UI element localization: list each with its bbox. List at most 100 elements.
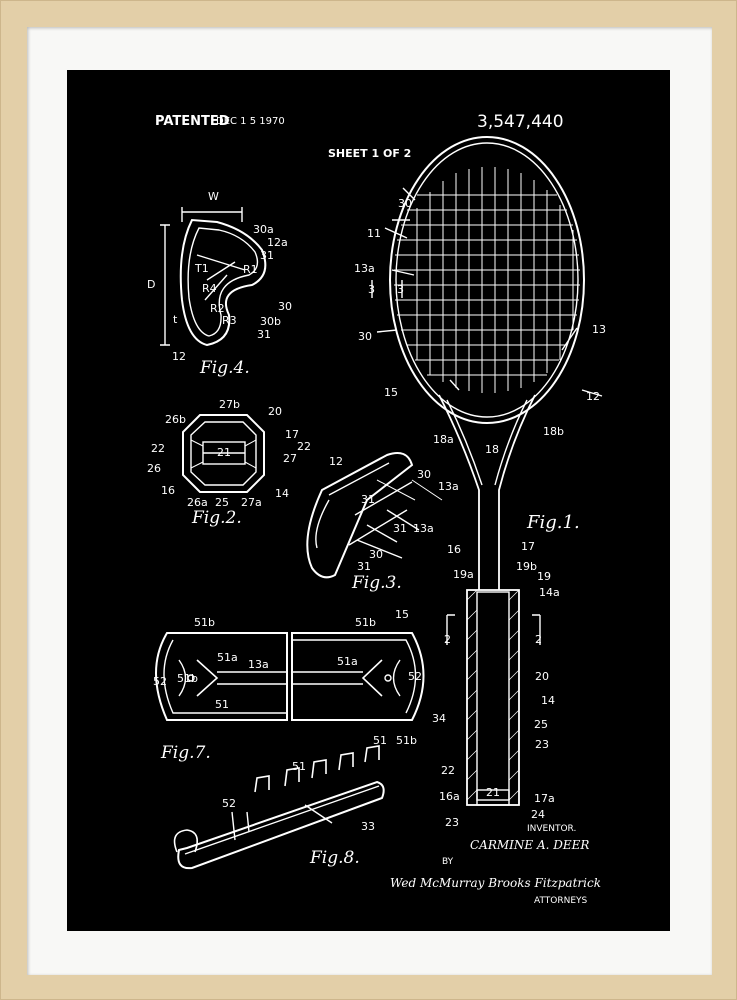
svg-text:23: 23 [445, 816, 459, 829]
svg-text:17a: 17a [534, 792, 555, 805]
svg-text:t: t [173, 313, 178, 326]
svg-text:51b: 51b [396, 734, 417, 747]
fig2-section-drawing [182, 414, 265, 493]
fig1-racket-drawing [371, 136, 603, 806]
svg-text:R4: R4 [202, 282, 217, 295]
svg-text:D: D [147, 278, 155, 291]
svg-text:27: 27 [283, 452, 297, 465]
svg-text:17: 17 [521, 540, 535, 553]
patent-poster: PATENTED DEC 1 5 1970 3,547,440 SHEET 1 … [67, 70, 670, 931]
svg-text:3: 3 [368, 283, 375, 296]
fig4-caption: Fig.4. [200, 358, 250, 378]
svg-text:R3: R3 [222, 314, 237, 327]
patent-drawings: 30 11 13a 3 3 13 30 15 12 18a 18 18b 16 … [147, 136, 606, 870]
racket-strings [394, 167, 580, 393]
svg-text:14: 14 [541, 694, 555, 707]
svg-text:51a: 51a [217, 651, 238, 664]
patent-date: DEC 1 5 1970 [216, 116, 285, 127]
svg-text:3: 3 [397, 283, 404, 296]
svg-text:13a: 13a [354, 262, 375, 275]
svg-text:12a: 12a [267, 236, 288, 249]
svg-text:W: W [208, 190, 219, 203]
svg-text:R1: R1 [243, 263, 258, 276]
svg-text:18a: 18a [433, 433, 454, 446]
svg-text:13a: 13a [248, 658, 269, 671]
fig4-labels: W D 30a 12a 31 T1 R1 R4 30 R2 R3 30b 31 … [147, 190, 292, 363]
fig3-frame-piece-drawing [306, 452, 443, 579]
svg-text:21: 21 [486, 786, 500, 799]
svg-text:27b: 27b [219, 398, 240, 411]
svg-text:52: 52 [408, 670, 422, 683]
svg-text:33: 33 [361, 820, 375, 833]
svg-text:16: 16 [161, 484, 175, 497]
svg-text:18b: 18b [543, 425, 564, 438]
svg-text:13a: 13a [413, 522, 434, 535]
patent-number: 3,547,440 [477, 112, 564, 132]
svg-text:24: 24 [531, 808, 545, 821]
svg-text:52: 52 [222, 797, 236, 810]
svg-text:21: 21 [217, 446, 231, 459]
svg-text:31: 31 [393, 522, 407, 535]
svg-text:23: 23 [535, 738, 549, 751]
svg-text:18: 18 [485, 443, 499, 456]
svg-text:31: 31 [357, 560, 371, 573]
svg-text:15: 15 [395, 608, 409, 621]
by-label: BY [442, 857, 454, 867]
svg-text:T1: T1 [194, 262, 209, 275]
svg-text:51: 51 [215, 698, 229, 711]
attorneys-label: ATTORNEYS [534, 896, 588, 906]
svg-text:2: 2 [444, 633, 451, 646]
svg-text:25: 25 [215, 496, 229, 509]
svg-text:51: 51 [373, 734, 387, 747]
fig3-labels: 12 30 13a 31 31 13a 30 31 [329, 455, 459, 573]
svg-text:34: 34 [432, 712, 446, 725]
fig2-caption: Fig.2. [192, 508, 242, 528]
svg-text:30: 30 [398, 197, 412, 210]
svg-text:19b: 19b [516, 560, 537, 573]
svg-text:51: 51 [292, 760, 306, 773]
svg-text:14a: 14a [539, 586, 560, 599]
fig8-caption: Fig.8. [310, 848, 360, 868]
fig7-frame-segments-drawing [155, 632, 425, 721]
fig8-channel-drawing [173, 745, 385, 870]
svg-text:2: 2 [535, 633, 542, 646]
fig4-section-drawing [160, 207, 267, 347]
svg-text:20: 20 [268, 405, 282, 418]
svg-text:31: 31 [257, 328, 271, 341]
svg-text:17: 17 [285, 428, 299, 441]
svg-text:11: 11 [367, 227, 381, 240]
inventor-name: CARMINE A. DEER [470, 838, 590, 852]
svg-text:19a: 19a [453, 568, 474, 581]
fig3-caption: Fig.3. [352, 573, 402, 593]
svg-text:22: 22 [151, 442, 165, 455]
sheet-label: SHEET 1 OF 2 [328, 147, 412, 160]
handle-hatching [466, 589, 520, 801]
svg-text:30: 30 [369, 548, 383, 561]
svg-text:19: 19 [537, 570, 551, 583]
svg-text:26a: 26a [187, 496, 208, 509]
svg-text:13: 13 [592, 323, 606, 336]
svg-text:13a: 13a [438, 480, 459, 493]
svg-text:31: 31 [361, 493, 375, 506]
svg-text:51b: 51b [355, 616, 376, 629]
svg-text:25: 25 [534, 718, 548, 731]
svg-text:30: 30 [278, 300, 292, 313]
svg-text:16a: 16a [439, 790, 460, 803]
fig1-caption: Fig.1. [527, 512, 580, 533]
svg-text:30: 30 [417, 468, 431, 481]
svg-text:26: 26 [147, 462, 161, 475]
attorneys-signature: Wed McMurray Brooks Fitzpatrick [390, 876, 601, 890]
svg-text:14: 14 [275, 487, 289, 500]
svg-text:12: 12 [172, 350, 186, 363]
fig7-labels: 51b 51a 13a 52 51b 51 51b 15 51a 52 51 5… [153, 608, 446, 747]
fig7-caption: Fig.7. [161, 743, 211, 763]
svg-text:27a: 27a [241, 496, 262, 509]
svg-text:22: 22 [297, 440, 311, 453]
svg-text:30b: 30b [260, 315, 281, 328]
svg-text:20: 20 [535, 670, 549, 683]
inventor-label: INVENTOR. [527, 824, 577, 834]
svg-text:15: 15 [384, 386, 398, 399]
fig2-labels: 27b 20 26b 17 22 22 26 27 21 16 26a 25 2… [147, 398, 311, 509]
svg-text:30: 30 [358, 330, 372, 343]
svg-text:16: 16 [447, 543, 461, 556]
